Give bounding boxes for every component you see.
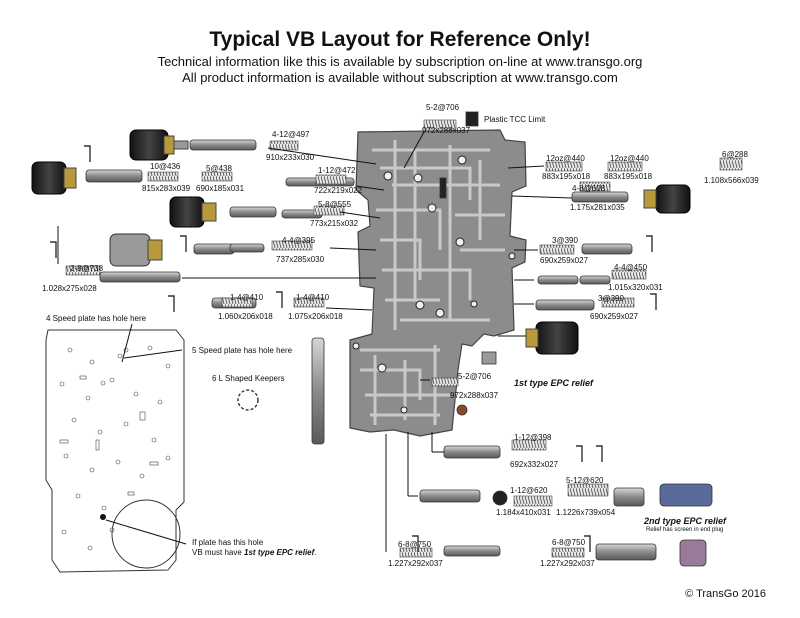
label-1-12-dims: 722x219x022 [314,186,363,195]
label-4-12-dims: 910x233x030 [266,153,315,162]
solenoid-left-3 [109,233,163,267]
label-5-spec: 5@438 [206,164,232,173]
label-5-8-dims: 773x215x032 [310,219,359,228]
label-5-12-dims: 1.1226x739x054 [556,508,616,517]
label-1-12b-dims: 692x332x027 [510,460,559,469]
label-12oz-a-dims: 883x195x018 [542,172,591,181]
label-5-12-spec: 5-12@620 [566,476,604,485]
springs [65,119,743,558]
leader-arrows [57,131,573,552]
label-5-8-spec: 5-8@555 [318,200,352,209]
label-10-dims: 815x283x039 [142,184,191,193]
solenoid-right-2 [525,321,579,355]
label-4-4b-dims: 1.015x320x031 [608,283,663,292]
label-10-spec: 10@436 [150,162,181,171]
copyright: © TransGo 2016 [685,588,766,600]
label-1-12c-dims: 1.184x410x031 [496,508,551,517]
note-four-speed-hole: 4 Speed plate has hole here [46,314,147,323]
label-5-2-top-dims: 972x288x037 [422,126,471,135]
label-6-8a-spec: 6-8@750 [398,540,432,549]
label-5-2-top-spec: 5-2@706 [426,103,460,112]
label-1-12b-spec: 1-12@398 [514,433,552,442]
label-4-4a-dims: 737x285x030 [276,255,325,264]
label-6-8a-dims: 1.227x292x037 [388,559,443,568]
note-plate-hole-emphasis: 1st type EPC relief [244,548,315,557]
keeper-ring-icon [237,389,259,411]
label-1-4a-spec: 1-4@410 [230,293,264,302]
label-4-4a-spec: 4-4@395 [282,236,316,245]
label-3b-dims: 690x259x027 [590,312,639,321]
solenoid-left-2 [169,196,217,228]
label-6-spec: 6@288 [722,150,748,159]
label-3a-dims: 690x259x027 [540,256,589,265]
subtitle-technical-info: Technical information like this is avail… [157,54,643,69]
label-4-8-spec: 4-8@608 [572,184,606,193]
label-first-type-epc-relief: 1st type EPC relief [514,378,594,388]
label-2-8-dims: 1.028x275x028 [42,284,97,293]
label-1-4b-spec: 1-4@410 [296,293,330,302]
label-second-type-epc-relief: 2nd type EPC relief [644,516,727,526]
label-12oz-a-spec: 12oz@440 [546,154,585,163]
label-tcc-limit: Plastic TCC Limit [484,115,546,124]
page-title: Typical VB Layout for Reference Only! [209,28,591,51]
label-6-8b-spec: 6-8@750 [552,538,586,547]
label-2-8-spec: 2-8@738 [70,264,104,273]
label-4-8-dims: 1.175x281x035 [570,203,625,212]
note-plate-hole-prefix: VB must have [192,548,245,557]
label-6-8b-dims: 1.227x292x037 [540,559,595,568]
label-4-12-spec: 4-12@497 [272,130,310,139]
label-second-epc-screen-note: Relief has screen in end plug [646,527,724,533]
label-5-2-bottom-dims: 972x288x037 [450,391,499,400]
label-1-12-spec: 1-12@472 [318,166,356,175]
note-plate-hole-suffix: . [314,548,317,557]
label-3b-spec: 3@390 [598,294,624,303]
subtitle-product-info: All product information is available wit… [182,70,618,85]
separator-plate [45,329,185,573]
note-l-shaped-keepers: 6 L Shaped Keepers [212,374,285,383]
label-6-dims: 1.108x566x039 [704,176,759,185]
l-shaped-keepers [50,145,657,552]
label-1-4a-dims: 1.060x206x018 [218,312,273,321]
label-3a-spec: 3@390 [552,236,578,245]
note-five-speed-hole: 5 Speed plate has hole here [192,346,293,355]
label-4-4b-spec: 4-4@450 [614,263,648,272]
note-plate-hole-line2: VB must have 1st type EPC relief. [192,548,317,557]
solenoid-top-left [129,129,189,161]
note-plate-hole-line1: If plate has this hole [192,538,264,547]
label-12oz-b-spec: 12oz@440 [610,154,649,163]
label-5-2-bottom-spec: 5-2@706 [458,372,492,381]
solenoid-left-1 [31,161,77,195]
label-1-4b-dims: 1.075x206x018 [288,312,343,321]
label-1-12c-spec: 1-12@620 [510,486,548,495]
valve-body-casting [349,129,527,437]
solenoid-right-1 [643,184,691,214]
label-12oz-b-dims: 883x195x018 [604,172,653,181]
label-5-dims: 690x185x031 [196,184,245,193]
